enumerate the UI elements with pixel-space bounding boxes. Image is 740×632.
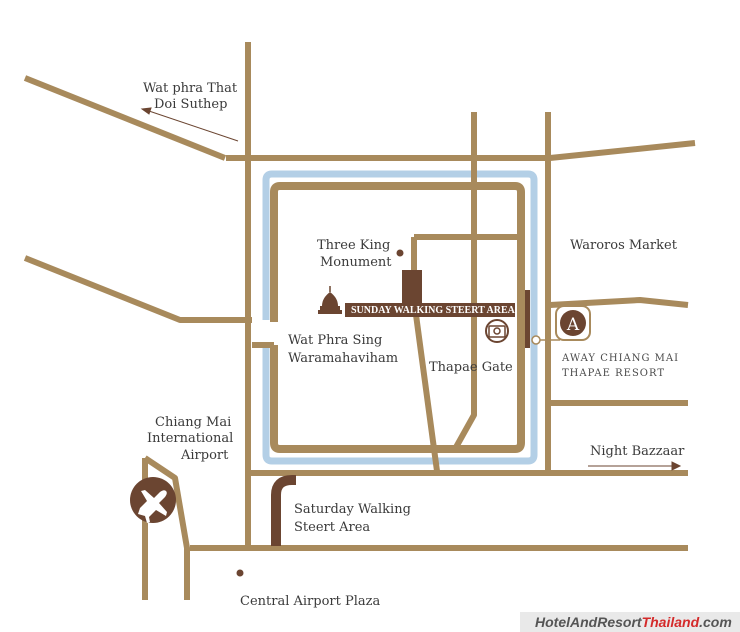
label-international: International (147, 431, 233, 446)
resort-marker-icon: A (531, 305, 591, 345)
label-waroros-market: Waroros Market (570, 238, 678, 253)
sunday-walking-banner: SUNDAY WALKING STEERT AREA (345, 290, 530, 348)
camera-icon (485, 319, 509, 343)
label-monument: Monument (320, 255, 392, 270)
label-steert-area: Steert Area (294, 520, 370, 535)
label-doi-suthep: Doi Suthep (154, 97, 227, 112)
resort-marker-letter: A (566, 315, 580, 335)
label-wat-phra-sing: Wat Phra Sing (288, 333, 382, 348)
label-three-king: Three King (317, 238, 390, 253)
label-chiang-mai: Chiang Mai (155, 415, 231, 430)
svg-text:HotelAndResortThailand.com: HotelAndResortThailand.com (535, 614, 732, 630)
label-wat-phra-that: Wat phra That (143, 81, 238, 96)
watermark-part3: .com (699, 614, 732, 630)
sunday-walking-label: SUNDAY WALKING STEERT AREA (351, 305, 516, 316)
label-night-bazaar: Night Bazzaar (590, 444, 685, 459)
watermark: HotelAndResortThailand.com (520, 612, 740, 632)
moat (262, 170, 538, 465)
roads (23, 42, 696, 600)
label-airport: Airport (180, 448, 229, 463)
arrows (140, 107, 682, 471)
watermark-part1: HotelAndResort (535, 614, 643, 630)
label-central-airport-plaza: Central Airport Plaza (240, 594, 380, 609)
airplane-icon (130, 477, 176, 523)
map-labels: Wat phra That Doi Suthep Three King Monu… (143, 81, 685, 609)
temple-icon (318, 286, 342, 314)
label-thapae-gate: Thapae Gate (429, 360, 513, 375)
label-resort-name: AWAY CHIANG MAI (561, 353, 679, 364)
label-waramahaviham: Waramahaviham (288, 351, 398, 366)
central-plaza-marker (236, 569, 244, 577)
label-resort-sub: THAPAE RESORT (562, 368, 665, 379)
watermark-part2: Thailand (642, 614, 700, 630)
label-saturday-walking: Saturday Walking (294, 502, 411, 517)
monument-marker (396, 249, 404, 257)
